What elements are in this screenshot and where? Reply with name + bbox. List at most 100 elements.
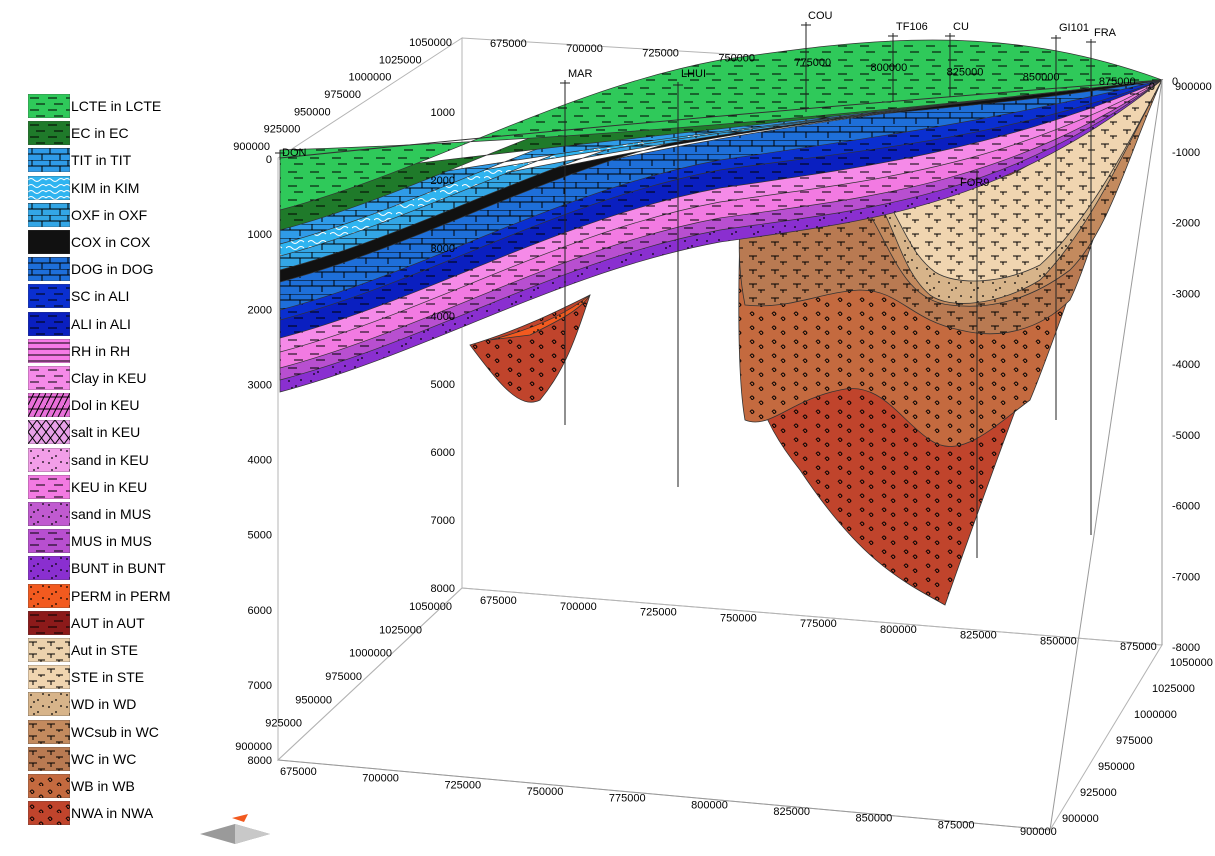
legend-label: KIM in KIM bbox=[71, 179, 140, 196]
top-surface-edge bbox=[279, 79, 1163, 159]
well-fra[interactable]: FRA bbox=[1086, 27, 1117, 535]
legend-swatch bbox=[28, 692, 70, 717]
well-tf106[interactable]: TF106 bbox=[888, 21, 928, 102]
legend-swatch bbox=[28, 121, 70, 146]
back-floor-x-label: 875000 bbox=[1120, 641, 1157, 653]
legend-label: MUS in MUS bbox=[71, 533, 152, 550]
back-floor-x-label: 750000 bbox=[720, 612, 757, 624]
legend-swatch bbox=[28, 338, 70, 363]
legend-item: WC in WC bbox=[28, 746, 137, 771]
legend-label: PERM in PERM bbox=[71, 587, 171, 604]
legend-item: SC in ALI bbox=[28, 284, 129, 309]
well-label: CU bbox=[953, 21, 969, 33]
legend-item: MUS in MUS bbox=[28, 529, 152, 554]
legend-item: BUNT in BUNT bbox=[28, 556, 166, 581]
y-right-floor-label: 925000 bbox=[1080, 787, 1117, 799]
well-mar[interactable]: MAR bbox=[560, 68, 593, 425]
legend-label: DOG in DOG bbox=[71, 261, 154, 278]
y-right-floor-label: 975000 bbox=[1116, 735, 1153, 747]
legend-label: LCTE in LCTE bbox=[71, 98, 162, 114]
well-cou[interactable]: COU bbox=[801, 10, 833, 112]
well-for9[interactable]: FOR9 bbox=[960, 170, 989, 558]
geological-layers bbox=[279, 39, 1164, 606]
legend-item: WCsub in WC bbox=[28, 719, 159, 744]
legend-swatch bbox=[28, 610, 70, 635]
well-label: DON bbox=[282, 147, 307, 159]
y-right-floor-label: 900000 bbox=[1062, 813, 1099, 825]
legend-label: RH in RH bbox=[71, 342, 131, 359]
legend-label: WC in WC bbox=[71, 750, 137, 767]
front-floor-edge bbox=[277, 759, 1051, 831]
y-left-top-label: 925000 bbox=[264, 124, 301, 136]
well-don[interactable]: DON bbox=[275, 147, 307, 160]
layer-cox[interactable] bbox=[279, 79, 1163, 283]
depth-back-label: 3000 bbox=[431, 243, 455, 255]
legend-swatch bbox=[28, 556, 70, 581]
legend-item: Clay in KEU bbox=[28, 366, 146, 390]
back-floor-x-label: 775000 bbox=[800, 618, 837, 630]
legend-label: WCsub in WC bbox=[71, 723, 159, 740]
front-x-label: 875000 bbox=[938, 819, 975, 831]
legend-item: LCTE in LCTE bbox=[28, 94, 161, 118]
back-top-x-label: 700000 bbox=[566, 43, 603, 55]
y-left-top-label: 900000 bbox=[233, 141, 270, 153]
wells: DON MAR LHUI COU TF106 CU GI101 FRA FOR9 bbox=[275, 10, 1117, 558]
well-cu[interactable]: CU bbox=[945, 21, 969, 97]
y-left-top-label: 950000 bbox=[294, 106, 331, 118]
depth-left-label: 2000 bbox=[248, 304, 272, 316]
legend-item: AUT in AUT bbox=[28, 610, 145, 635]
legend-item: RH in RH bbox=[28, 338, 131, 363]
well-label: FRA bbox=[1094, 27, 1117, 39]
depth-right-label: -1000 bbox=[1172, 147, 1200, 159]
y-right-floor-label: 950000 bbox=[1098, 761, 1135, 773]
front-x-label: 675000 bbox=[280, 766, 317, 778]
back-floor-x-label: 825000 bbox=[960, 630, 997, 642]
depth-right-label: -5000 bbox=[1172, 430, 1200, 442]
well-label: GI101 bbox=[1059, 22, 1089, 34]
legend-label: COX in COX bbox=[71, 234, 151, 250]
well-lhui[interactable]: LHUI bbox=[673, 68, 706, 487]
layer-perm-west[interactable] bbox=[489, 294, 591, 341]
well-label: TF106 bbox=[896, 21, 928, 33]
legend-label: Dol in KEU bbox=[71, 397, 140, 414]
legend-item: STE in STE bbox=[28, 665, 145, 690]
depth-right-label: -2000 bbox=[1172, 218, 1200, 230]
depth-right-label: 0 bbox=[1172, 76, 1178, 88]
depth-left-label: 4000 bbox=[248, 455, 272, 467]
well-label: COU bbox=[808, 10, 833, 22]
legend-item: WB in WB bbox=[28, 774, 135, 798]
legend-swatch bbox=[28, 202, 70, 227]
y-left-top-label: 1050000 bbox=[409, 37, 452, 49]
depth-right-label: -7000 bbox=[1172, 571, 1200, 583]
layer-lcte[interactable] bbox=[279, 39, 1163, 211]
bounding-box-front bbox=[277, 79, 1163, 831]
layer-nwa-west[interactable] bbox=[469, 294, 591, 403]
legend-swatch bbox=[28, 230, 70, 254]
legend-swatch bbox=[28, 447, 70, 472]
depth-back-label: 6000 bbox=[431, 447, 455, 459]
back-top-x-label: 850000 bbox=[1023, 71, 1060, 83]
legend-label: STE in STE bbox=[71, 669, 145, 686]
layer-dog[interactable] bbox=[279, 79, 1163, 311]
back-top-x-label: 775000 bbox=[794, 57, 831, 69]
depth-back-label: 8000 bbox=[431, 583, 455, 595]
y-left-floor-label: 975000 bbox=[325, 671, 362, 683]
legend-item: Aut in STE bbox=[28, 638, 138, 662]
y-left-floor-label: 1050000 bbox=[409, 601, 452, 613]
well-gi101[interactable]: GI101 bbox=[1051, 22, 1089, 420]
legend-swatch bbox=[28, 583, 70, 608]
y-left-floor-label: 1025000 bbox=[379, 624, 422, 636]
legend-label: NWA in NWA bbox=[71, 805, 154, 822]
back-top-x-label: 800000 bbox=[871, 62, 908, 74]
legend-label: sand in MUS bbox=[71, 506, 152, 522]
back-floor-x-label: 700000 bbox=[560, 601, 597, 613]
axis-labels: 675000 700000 725000 750000 775000 800000 8250… bbox=[233, 37, 1213, 838]
legend-item: sand in KEU bbox=[28, 447, 149, 472]
legend-label: OXF in OXF bbox=[71, 206, 148, 223]
well-label: MAR bbox=[568, 68, 593, 80]
back-floor-x-label: 725000 bbox=[640, 607, 677, 619]
front-x-label: 900000 bbox=[1020, 826, 1057, 838]
compass-icon[interactable] bbox=[200, 814, 270, 844]
legend-label: EC in EC bbox=[71, 125, 129, 142]
